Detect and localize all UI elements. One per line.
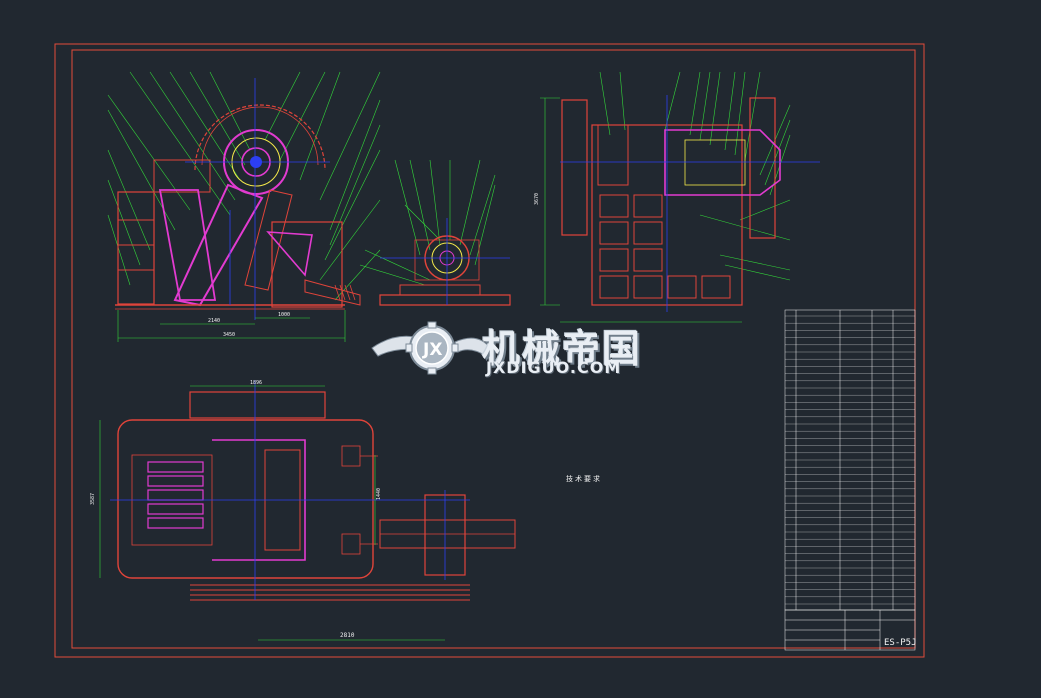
dim-plan-top: 1896 — [250, 380, 262, 386]
gear-wings-emblem: JX — [371, 321, 491, 375]
parts-list-rows — [785, 315, 915, 605]
side-view: 3670 — [534, 71, 820, 323]
dim-front-width: 3450 — [223, 332, 235, 338]
dim-plan-mid: 1440 — [376, 488, 382, 500]
dim-front-sub2: 1000 — [278, 312, 290, 318]
svg-text:JX: JX — [422, 340, 442, 360]
watermark-chinese: 机械帝国 — [482, 327, 643, 371]
motor-view — [359, 159, 511, 306]
outer-frame — [54, 43, 925, 658]
watermark-english: JXDIGUO.COM — [486, 358, 622, 377]
dim-plan-height: 3587 — [90, 493, 96, 505]
drawing-number: ES-P5J — [884, 638, 917, 648]
dim-side-height: 3670 — [534, 193, 540, 205]
title-block — [784, 609, 916, 651]
plan-view: 1896 3587 1440 2810 — [90, 380, 516, 641]
dim-front-sub: 2140 — [208, 318, 220, 324]
dim-plan-bottom: 2810 — [340, 632, 355, 639]
tech-requirements-title: 技术要求 — [566, 475, 602, 483]
front-view: 3450 2140 1000 — [107, 71, 381, 342]
